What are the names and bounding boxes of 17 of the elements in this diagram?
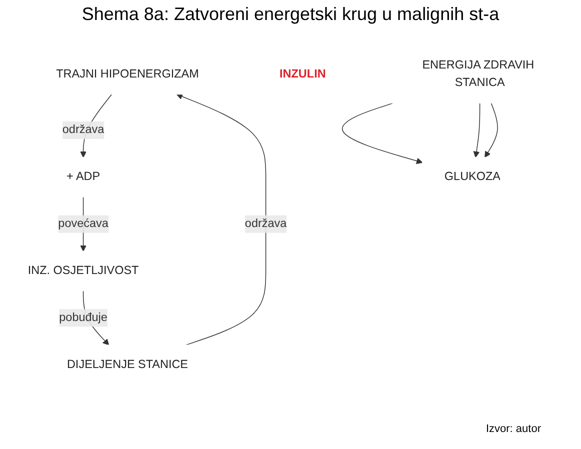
node-text: DIJELJENJE STANICE: [66, 358, 188, 370]
node-text: GLUKOZA: [444, 170, 501, 183]
caption: Izvor: autor: [486, 423, 541, 435]
arrow: [484, 102, 498, 158]
arrow: [342, 102, 423, 164]
edge-label: održava: [244, 217, 287, 230]
edge-label: pobuđuje: [59, 311, 108, 324]
arrow: [176, 93, 266, 346]
node-text: INZ. OSJETLJIVOST: [28, 264, 139, 277]
node-text: ENERGIJA ZDRAVIH STANICA: [422, 58, 534, 89]
edge-label: održava: [62, 123, 104, 136]
edge-label: povećava: [58, 217, 108, 230]
node-text: TRAJNI HIPOENERGIZAM: [56, 68, 199, 80]
arrow: [473, 102, 480, 158]
title: Shema 8a: Zatvoreni energetski krug u malignih st-a: [80, 4, 500, 25]
node-text: INZULIN: [280, 68, 326, 80]
node-text: + ADP: [66, 170, 100, 183]
